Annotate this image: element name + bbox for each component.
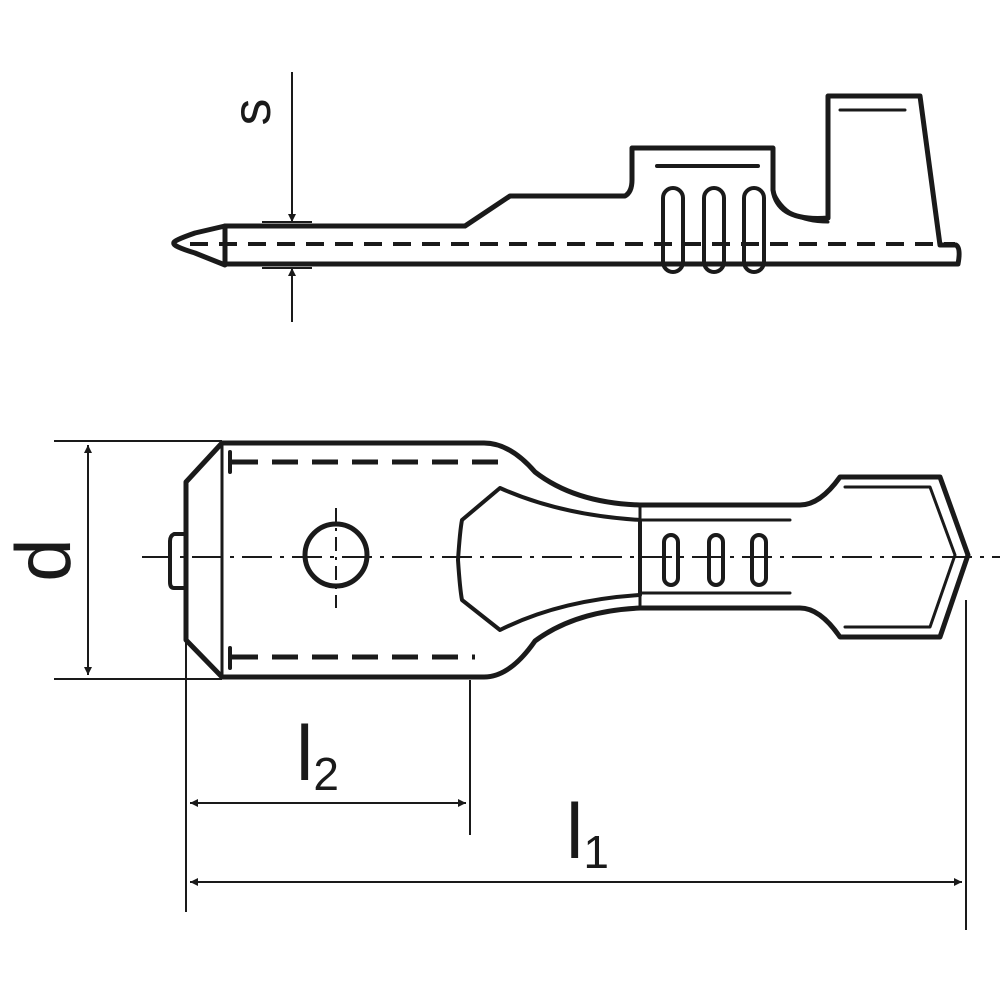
side-rib-1 [661, 186, 685, 274]
top-end-inner [843, 485, 957, 629]
top-view [168, 440, 971, 680]
side-rib-3 [742, 186, 766, 274]
side-tip [171, 223, 228, 268]
label-l1-main: l [566, 787, 583, 875]
label-l1: l1 [566, 787, 609, 878]
side-rib-2 [702, 186, 726, 274]
top-rib-2 [707, 533, 725, 587]
top-stud [168, 532, 186, 590]
top-body-outline [183, 440, 971, 680]
label-d: d [0, 538, 87, 581]
label-l2-main: l [296, 709, 313, 797]
side-view [171, 93, 962, 274]
top-rib-1 [662, 533, 680, 587]
dimension-s [262, 72, 312, 322]
label-l1-sub: 1 [583, 826, 609, 878]
label-s: s [222, 99, 282, 126]
top-rib-3 [750, 533, 768, 587]
extension-lines [185, 600, 967, 930]
top-tongue-cutout [456, 486, 642, 632]
label-l2-sub: 2 [313, 748, 339, 800]
dimension-d [54, 440, 222, 680]
side-wing-inner [771, 188, 830, 224]
label-l2: l2 [296, 709, 339, 800]
side-body-outline [222, 93, 962, 267]
